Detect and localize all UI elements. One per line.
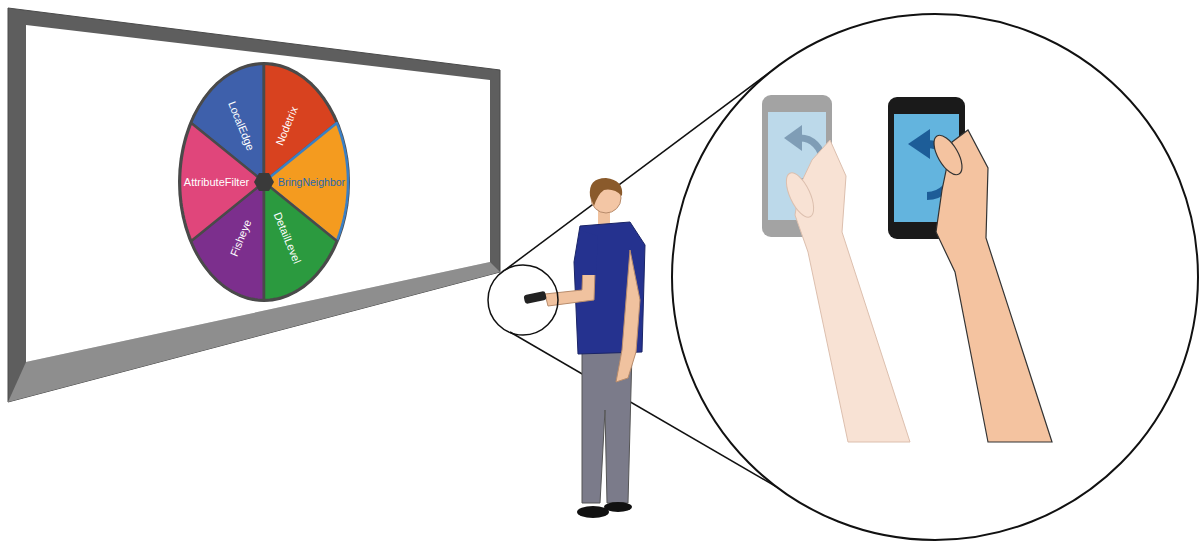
thumb bbox=[928, 131, 967, 179]
wedge-label: BringNeighbor bbox=[278, 177, 345, 188]
zoom-circle bbox=[672, 14, 1198, 540]
arrow-head bbox=[908, 129, 930, 159]
thumb-faded bbox=[781, 169, 819, 221]
wall-screen bbox=[26, 25, 490, 362]
wedge-outline bbox=[261, 179, 340, 303]
hand bbox=[936, 130, 1052, 442]
menu-wedge: AttributeFilter bbox=[177, 120, 267, 244]
focus-circle bbox=[488, 265, 558, 335]
wedge-shape bbox=[264, 182, 337, 300]
person-shoe bbox=[604, 502, 632, 512]
person-hair bbox=[590, 178, 622, 206]
arrow-head bbox=[784, 125, 802, 151]
person-arm bbox=[616, 250, 640, 382]
menu-rim bbox=[178, 62, 350, 302]
person-sleeve bbox=[580, 230, 598, 275]
wedge-label: AttributeFilter bbox=[184, 177, 249, 188]
wall-frame bbox=[8, 8, 500, 402]
wedge-shape bbox=[180, 123, 264, 241]
menu-wedge: DetailLevel bbox=[261, 179, 340, 303]
small-phone bbox=[523, 291, 546, 304]
menu-hub bbox=[254, 173, 274, 191]
